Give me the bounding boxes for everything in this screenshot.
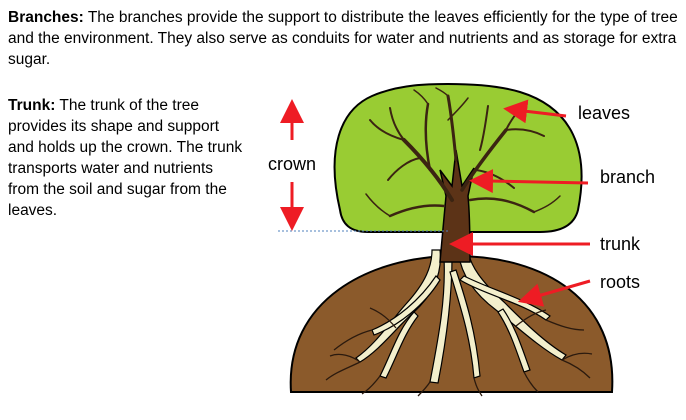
branches-description: Branches: The branches provide the suppo… [8,7,678,70]
trunk-text: The trunk of the tree provides its shape… [8,97,243,219]
root-hairs [325,307,593,397]
trunk-description: Trunk: The trunk of the tree provides it… [8,95,243,221]
branch-arrow [469,169,589,194]
branches-text: The branches provide the support to dist… [8,9,678,68]
branches-heading: Branches: [8,9,84,26]
roots-label: roots [600,272,640,292]
roots-arrow [517,279,591,307]
trunk-label: trunk [600,234,641,254]
crown-label: crown [268,154,316,174]
tree-roots [355,249,567,384]
trunk-heading: Trunk: [8,97,56,114]
leaves-arrow [503,99,567,124]
branch-label: branch [600,167,655,187]
leaves-label: leaves [578,103,630,123]
